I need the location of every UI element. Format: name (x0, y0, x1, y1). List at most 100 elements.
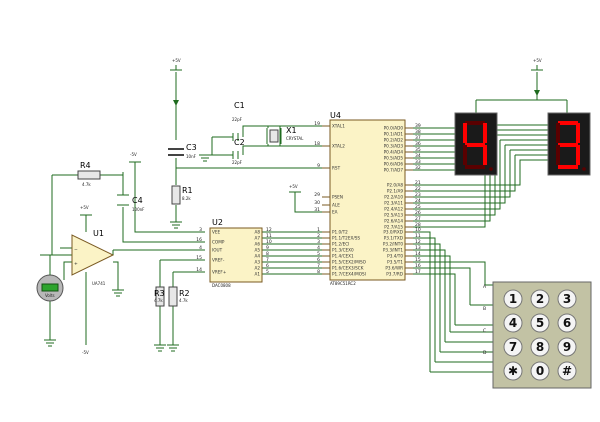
dac-u2: U2 DAC0808 VEE3COMP16IOUT4VREF-15VREF+14… (196, 218, 272, 288)
keypad-key-label: 3 (563, 292, 571, 306)
u2-pin-number: 6 (266, 263, 269, 269)
resistor-r1: R1 8.2k (171, 185, 193, 205)
capacitor-c4: C4 100nF (117, 194, 145, 212)
vcc-7seg-label: +5V (533, 58, 542, 63)
microcontroller-u4: U4 AT89C51RC2 XTAL119XTAL218RST9PSEN29AL… (314, 111, 421, 286)
u2-value: DAC0808 (212, 283, 231, 288)
r2-ref: R2 (179, 289, 190, 298)
u4-pin-label: P0.3/AD3 (384, 144, 404, 149)
u4-pin-number: 35 (415, 147, 421, 153)
u4-pin-label: P3.5/T1 (387, 260, 403, 265)
keypad-key[interactable]: ✱ (503, 361, 523, 381)
keypad-key-label: 4 (509, 316, 517, 330)
u2-pin-label: IOUT (212, 248, 223, 253)
u4-pin-label: P1.1/T2EX/SS (332, 236, 360, 241)
r3-value: 4.7k (154, 298, 163, 303)
keypad-key-cap[interactable] (530, 337, 550, 357)
segment-f (463, 123, 467, 143)
keypad-key-cap[interactable] (503, 337, 523, 357)
segment-d (465, 165, 485, 169)
svg-text:−: − (74, 248, 78, 253)
keypad-key-label: # (562, 364, 572, 378)
u4-pin-label: XTAL1 (332, 124, 345, 129)
u4-pin-label: P0.6/AD6 (384, 162, 404, 167)
segment-c (576, 145, 580, 165)
keypad-key[interactable]: 1 (503, 289, 523, 309)
u4-pin-label: P0.2/AD2 (384, 138, 404, 143)
keypad-key-cap[interactable] (557, 313, 577, 333)
u4-value: AT89C51RC2 (330, 281, 356, 286)
u4-pin-label: ALE (332, 203, 340, 208)
keypad-key-label: 5 (536, 316, 544, 330)
u4-body (329, 119, 406, 281)
u2-pin-label: A4 (254, 254, 260, 259)
c1-ref: C1 (234, 101, 245, 110)
u4-pin-number: 3 (317, 239, 320, 245)
u4-pin-label: P3.7/RD (386, 272, 403, 277)
keypad-key[interactable]: # (557, 361, 577, 381)
decimal-point (489, 167, 493, 171)
u4-pin-number: 32 (415, 165, 421, 171)
keypad-key[interactable]: 2 (530, 289, 550, 309)
u4-pin-number: 4 (317, 245, 320, 251)
u4-pin-number: 21 (415, 180, 421, 186)
keypad-key[interactable]: 6 (557, 313, 577, 333)
u4-pin-number: 6 (317, 257, 320, 263)
keypad-key-cap[interactable] (503, 289, 523, 309)
keypad-key[interactable]: 3 (557, 289, 577, 309)
u2-pin-number: 11 (266, 233, 272, 239)
keypad-key-cap[interactable] (503, 313, 523, 333)
u1-body (71, 234, 115, 276)
u4-pin-number: 2 (317, 233, 320, 239)
voltmeter: Volts (36, 255, 64, 302)
keypad-key-label: 8 (536, 340, 544, 354)
c4-value: 100nF (132, 207, 145, 212)
u4-pin-number: 26 (415, 210, 421, 216)
segment-d (558, 165, 578, 169)
vcc-u4: +5V (289, 184, 301, 193)
c4-ref: C4 (132, 196, 143, 205)
keypad-key-cap[interactable] (557, 289, 577, 309)
u4-pin-number: 10 (415, 227, 421, 233)
u2-pin-number: 7 (266, 257, 269, 263)
u2-pin-number: 3 (199, 227, 202, 233)
keypad-key-cap[interactable] (530, 361, 550, 381)
keypad-key-cap[interactable] (530, 289, 550, 309)
r4-ref: R4 (80, 161, 91, 170)
keypad-key[interactable]: 8 (530, 337, 550, 357)
keypad-key-cap[interactable] (557, 337, 577, 357)
u4-pin-number: 30 (314, 200, 320, 206)
keypad-row-label: D (483, 350, 487, 356)
u4-pin-label: RST (332, 166, 341, 171)
u4-pin-label: P2.1/A9 (387, 189, 403, 194)
keypad-key-label: 6 (563, 316, 571, 330)
u4-pin-label: P3.6/WR (385, 266, 403, 271)
keypad-key[interactable]: 7 (503, 337, 523, 357)
u4-pin-label: P3.2/INT0 (383, 242, 404, 247)
u2-pin-number: 16 (196, 237, 202, 243)
u4-pin-label: P0.4/AD4 (384, 150, 404, 155)
keypad-key[interactable]: 5 (530, 313, 550, 333)
vcc-u1-label: +5V (80, 205, 89, 210)
u4-pin-label: P2.6/A14 (384, 219, 403, 224)
keypad-key-cap[interactable] (557, 361, 577, 381)
keypad-key-cap[interactable] (530, 313, 550, 333)
u2-ref: U2 (212, 218, 223, 227)
u4-pin-number: 29 (314, 192, 320, 198)
c2-ref: C2 (234, 138, 245, 147)
keypad-key[interactable]: 9 (557, 337, 577, 357)
wire-arrow (173, 100, 179, 106)
keypad-key-cap[interactable] (503, 361, 523, 381)
u2-pin-number: 5 (266, 269, 269, 275)
u2-pin-number: 4 (199, 245, 202, 251)
ground-symbol (44, 289, 124, 347)
u2-pin-label: A1 (254, 272, 260, 277)
u4-pin-label: XTAL2 (332, 144, 345, 149)
keypad-key[interactable]: 0 (530, 361, 550, 381)
keypad-key[interactable]: 4 (503, 313, 523, 333)
u4-pin-number: 11 (415, 233, 421, 239)
keypad-row-label: A (483, 284, 487, 290)
seven-segment-left-segments (463, 121, 493, 171)
u4-pin-label: P2.2/A10 (384, 195, 403, 200)
seven-segment-right (547, 112, 591, 176)
